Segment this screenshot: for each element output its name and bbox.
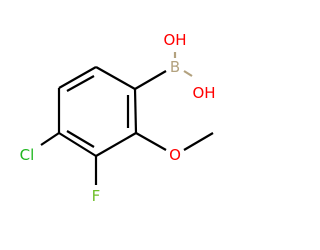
chloro-group: Cl [20,132,60,164]
methoxy-oxygen-label: O [169,146,181,164]
fluoro-group: F [92,156,101,205]
bond-ring-oxygen [135,132,167,151]
benzene-ring [57,66,138,157]
boron-label: B [170,58,180,76]
fluorine-label: F [92,187,101,205]
bond-ring-boron [134,70,167,90]
chlorine-label: Cl [20,146,35,164]
chemical-structure: B OH OH O F Cl [20,31,216,205]
boronic-acid-group: B OH OH [134,31,216,102]
ring-bond-c6-c1 [95,66,136,90]
bond-oxygen-methyl [183,132,214,151]
ring-bond-c1-c2 [133,88,138,134]
ring-bond-c3-c4 [58,132,97,157]
hydroxyl-right-label: OH [192,84,215,102]
bond-ring-chlorine [40,132,60,146]
methoxy-group: O [135,132,214,164]
ring-double-bond-inner-top [66,75,95,92]
ring-double-bond-inner-bottom [66,130,95,148]
ring-bond-c5-c6 [58,66,97,89]
ring-bond-c2-c3 [95,132,137,157]
hydroxyl-top-label: OH [163,31,186,49]
bond-boron-oh-right [183,70,193,77]
